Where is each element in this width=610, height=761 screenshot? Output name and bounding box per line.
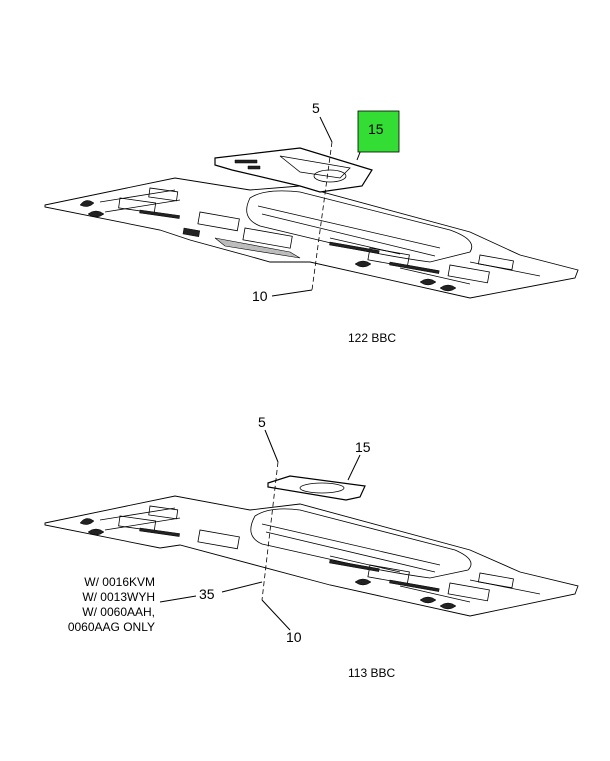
- note-line-4: 0060AAG ONLY: [68, 620, 155, 634]
- gasket-plate-1: [214, 147, 373, 193]
- callout-10-lower[interactable]: 10: [286, 629, 302, 645]
- callout-15-lower[interactable]: 15: [355, 439, 371, 455]
- floor-panel-2: [44, 495, 579, 617]
- callout-5-lower[interactable]: 5: [258, 414, 266, 430]
- tunnel-hump-1: [246, 190, 473, 263]
- callout-35[interactable]: 35: [199, 586, 215, 602]
- tunnel-hump-2: [250, 508, 472, 579]
- view-caption-lower: 113 BBC: [348, 666, 395, 680]
- note-line-2: W/ 0013WYH: [82, 590, 155, 604]
- note-line-1: W/ 0016KVM: [84, 575, 155, 589]
- callout-15-highlight[interactable]: [357, 110, 400, 153]
- callout-10[interactable]: 10: [252, 288, 268, 304]
- callout-5[interactable]: 5: [312, 100, 320, 116]
- view-caption: 122 BBC: [348, 331, 396, 345]
- note-line-3: W/ 0060AAH,: [82, 605, 155, 619]
- view-113-bbc: 5 15 35 10 W/ 0016KVM W/ 0013WYH W/ 0060…: [44, 414, 579, 680]
- gasket-plate-2: [267, 475, 366, 501]
- callout-15[interactable]: 15: [368, 121, 384, 137]
- view-122-bbc: 5 15 10 122 BBC: [44, 100, 579, 345]
